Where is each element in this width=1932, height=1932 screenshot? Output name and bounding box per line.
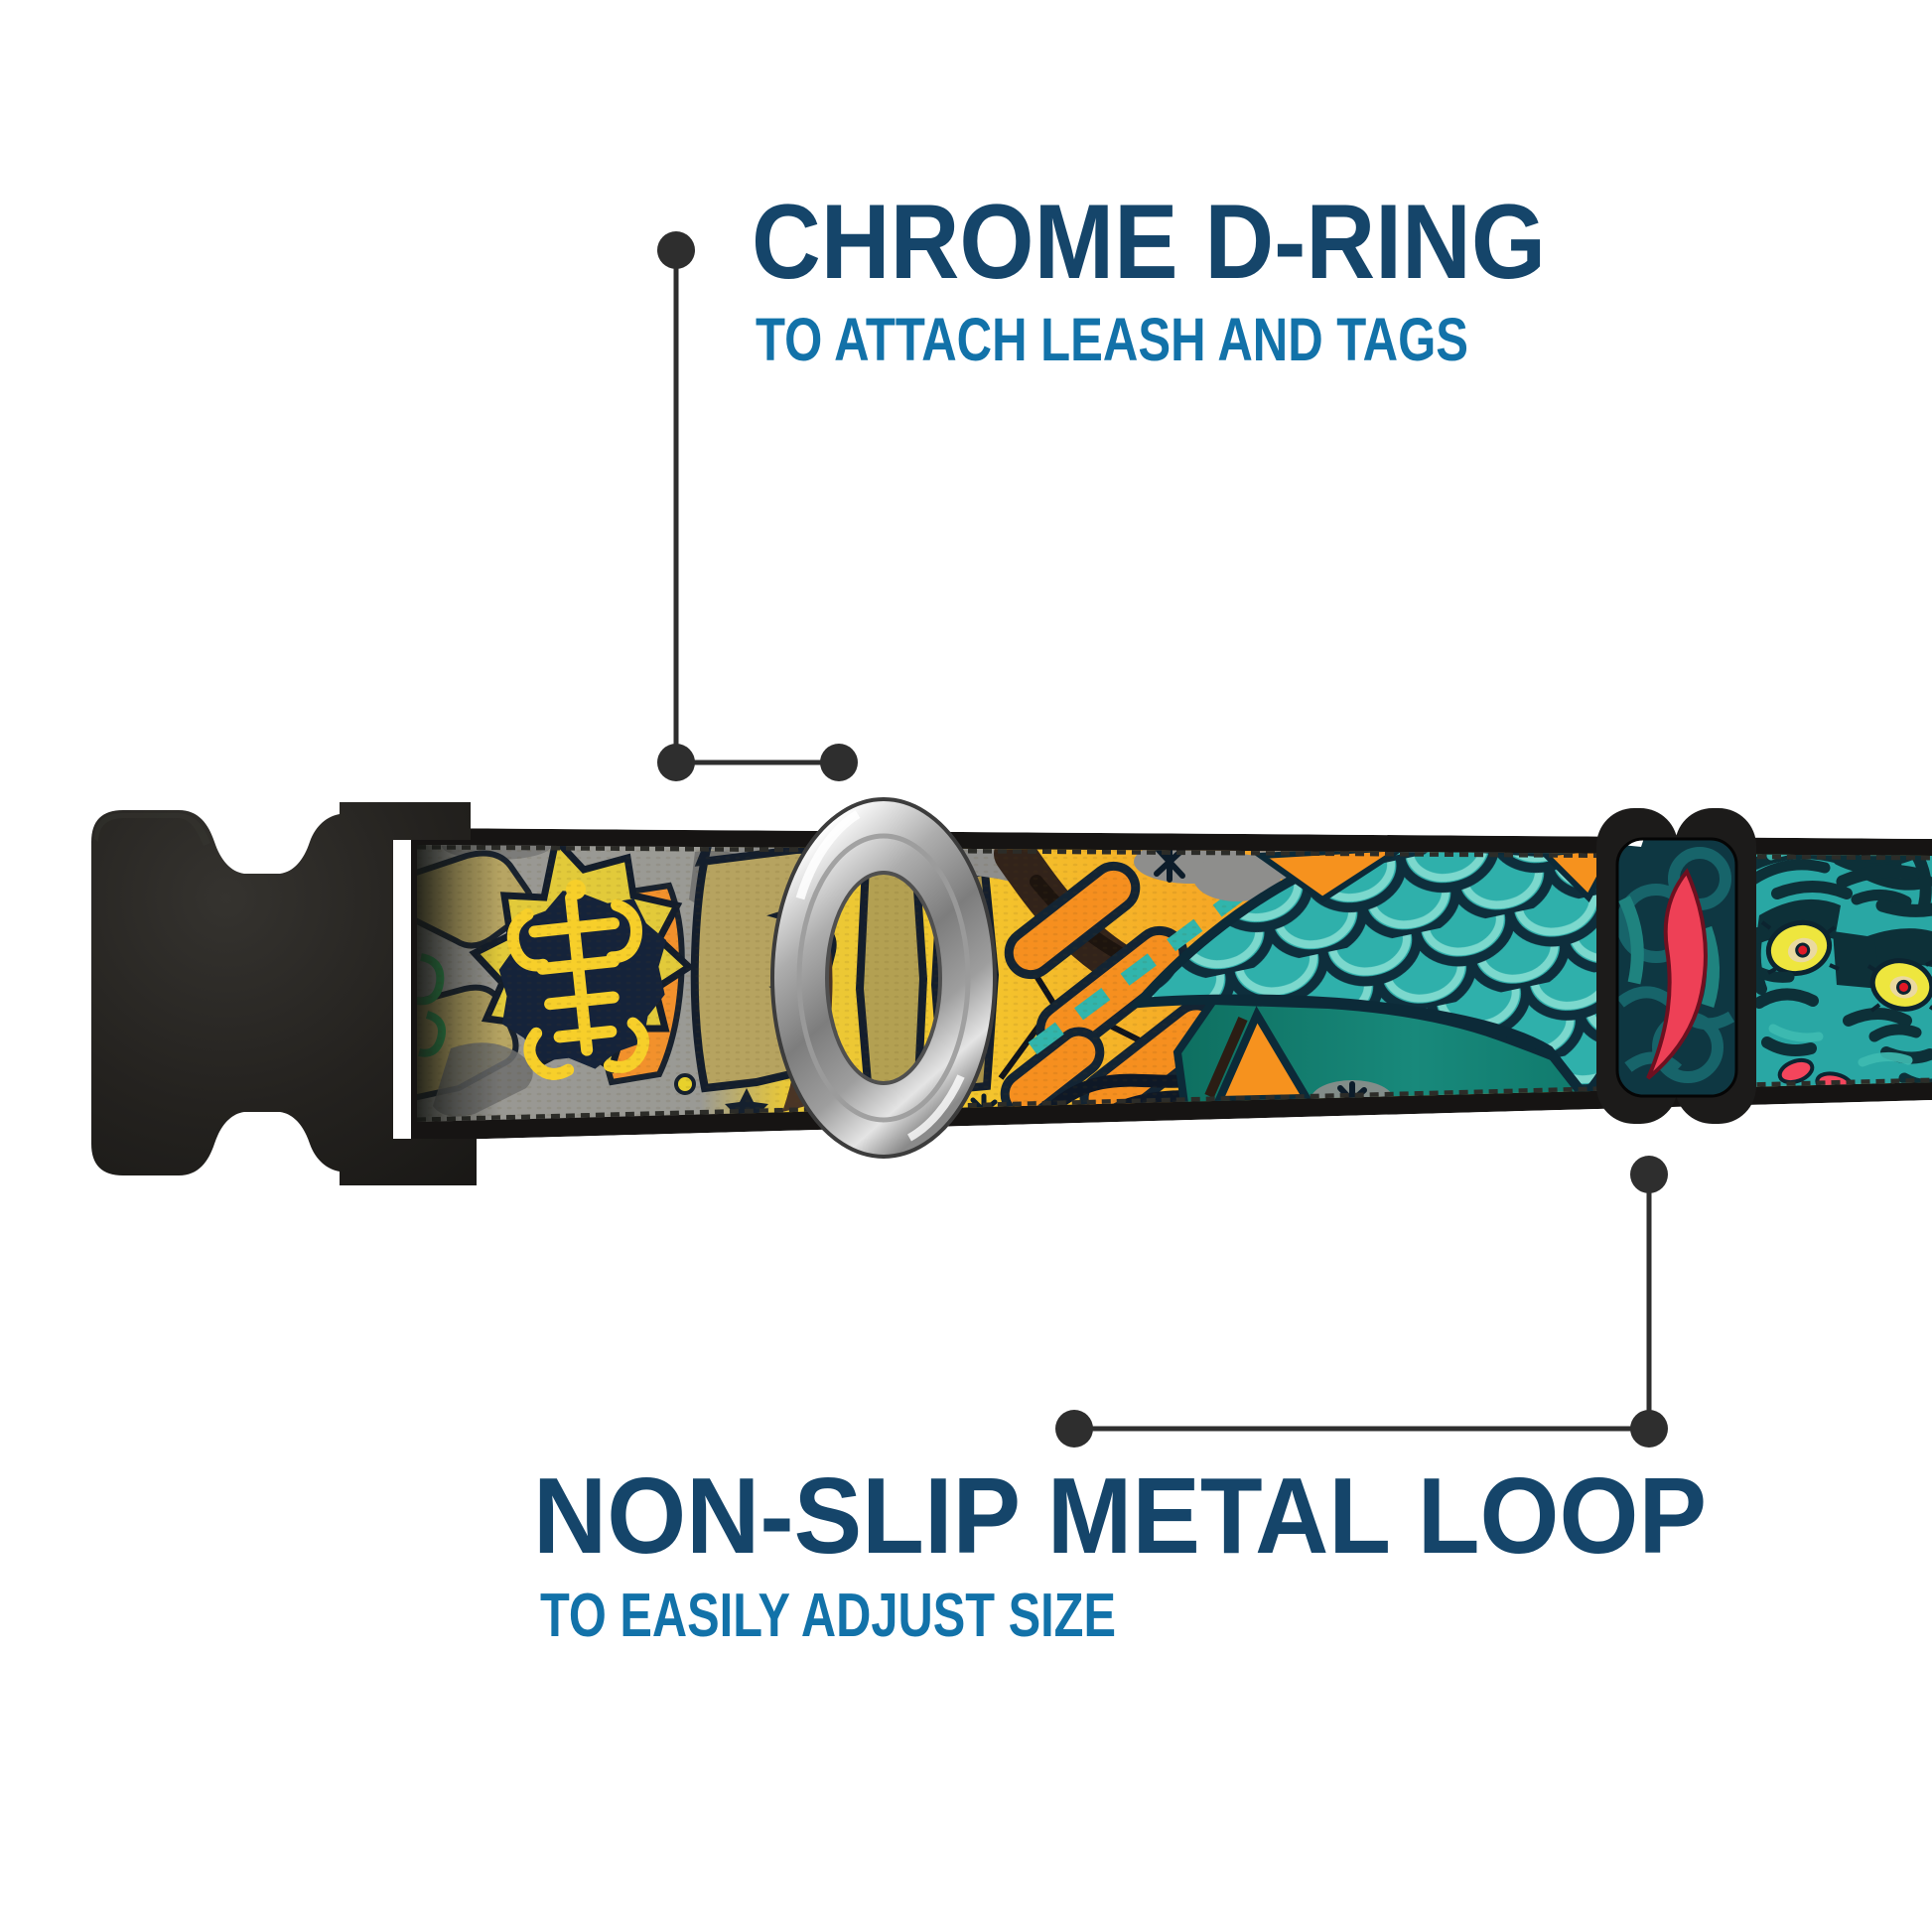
svg-text:CHROME D-RING: CHROME D-RING <box>752 182 1546 301</box>
svg-text:TO EASILY ADJUST SIZE: TO EASILY ADJUST SIZE <box>540 1582 1116 1650</box>
svg-text:NON-SLIP METAL LOOP: NON-SLIP METAL LOOP <box>533 1455 1707 1577</box>
svg-text:TO ATTACH LEASH AND TAGS: TO ATTACH LEASH AND TAGS <box>756 306 1468 373</box>
